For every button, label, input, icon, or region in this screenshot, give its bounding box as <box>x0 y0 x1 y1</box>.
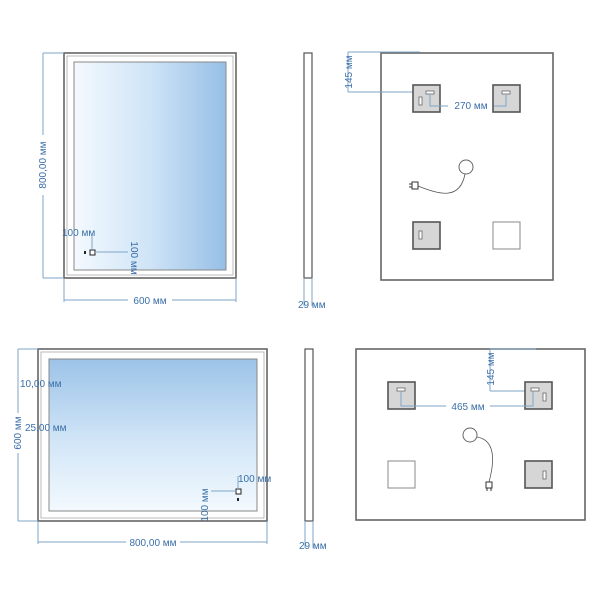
side-profile <box>304 348 314 522</box>
mirror-frame <box>63 52 237 279</box>
plug-icon <box>409 181 419 190</box>
sensor-icon <box>84 251 86 254</box>
height-label: 800,00 мм <box>38 141 49 188</box>
touch-switch-icon <box>89 249 96 256</box>
landscape-side-view: 29 мм <box>299 348 327 552</box>
empty-bracket-position <box>492 221 521 250</box>
back-panel <box>355 348 586 521</box>
portrait-back-view: 145 мм 270 мм <box>344 51 554 281</box>
mirror-glass <box>73 61 227 271</box>
empty-bracket-position <box>387 460 416 489</box>
mounting-bracket <box>524 381 553 410</box>
side-profile <box>303 52 313 279</box>
mounting-bracket <box>412 84 441 113</box>
switch-offset-x-label: 100 мм <box>62 228 95 239</box>
switch-offset-x-label: 100 мм <box>238 474 271 485</box>
back-panel <box>380 52 554 281</box>
frame-gap-label: 10,00 мм <box>20 379 62 390</box>
width-label: 800,00 мм <box>129 538 176 549</box>
portrait-side-view: 29 мм <box>298 52 326 311</box>
sensor-icon <box>237 498 239 501</box>
cable-outlet-icon <box>458 159 474 175</box>
depth-label: 29 мм <box>299 541 327 552</box>
bracket-spacing-label: 465 мм <box>451 402 484 413</box>
bracket-spacing-label: 270 мм <box>454 101 487 112</box>
depth-label: 29 мм <box>298 300 326 311</box>
portrait-front-view: 800,00 мм 600 мм 100 мм 100 мм <box>36 52 237 307</box>
mirror-frame <box>37 348 268 522</box>
height-label: 600 мм <box>13 416 24 449</box>
led-gap-label: 25,00 мм <box>25 423 67 434</box>
led-strip <box>40 351 265 519</box>
power-cable <box>417 173 466 194</box>
top-offset-label: 145 мм <box>486 352 497 385</box>
switch-offset-y-label: 100 мм <box>128 241 139 274</box>
landscape-front-view: 600 мм 800,00 мм 10,00 мм 25,00 мм 100 м… <box>11 348 271 549</box>
switch-offset-y-label: 100 мм <box>200 488 211 521</box>
top-offset-label: 145 мм <box>344 55 355 88</box>
landscape-back-view: 145 мм 465 мм <box>355 348 586 521</box>
led-strip <box>66 55 234 276</box>
plug-icon <box>485 481 493 491</box>
width-label: 600 мм <box>133 296 166 307</box>
mounting-bracket <box>524 460 553 489</box>
cable-outlet-icon <box>462 427 478 443</box>
mirror-glass <box>48 358 258 512</box>
touch-switch-icon <box>235 488 242 495</box>
mounting-bracket <box>412 221 441 250</box>
power-cable <box>476 436 493 483</box>
